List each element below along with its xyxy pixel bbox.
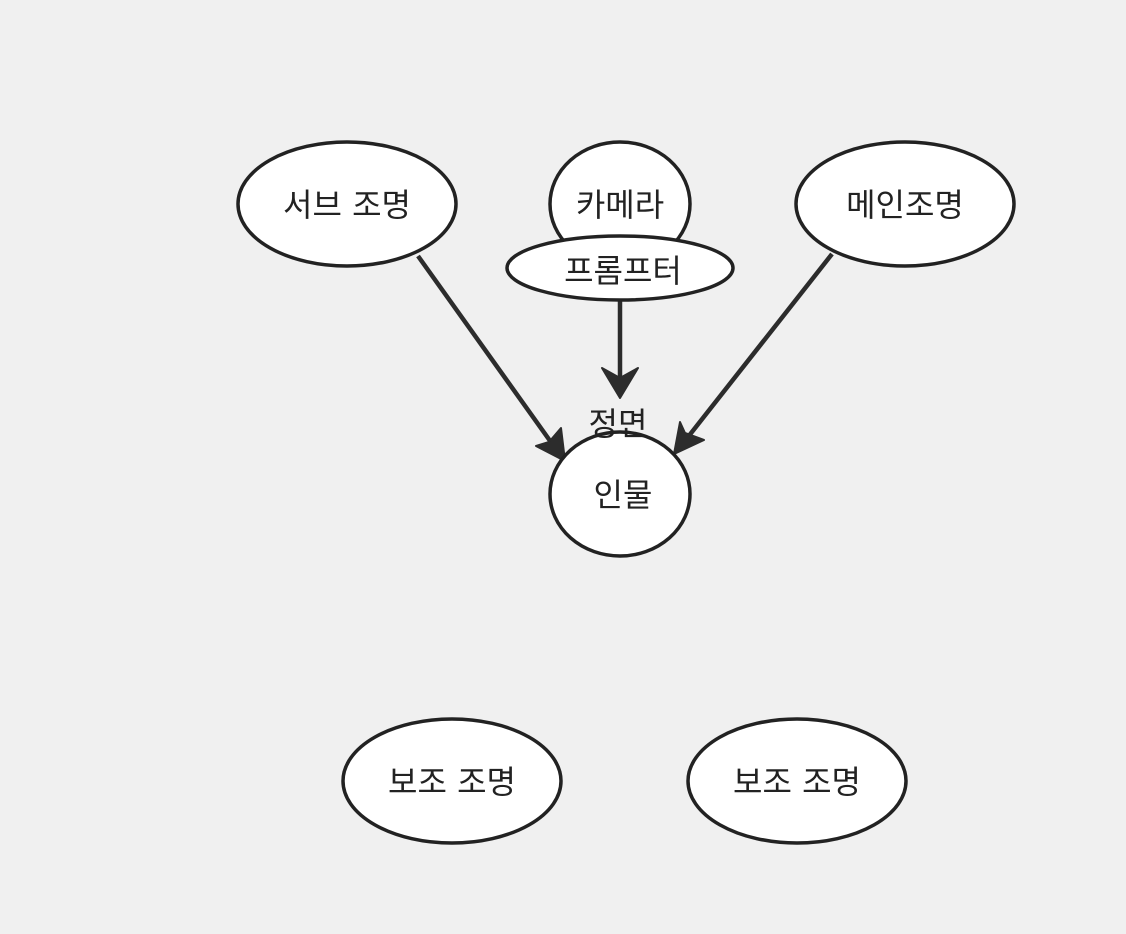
- node-sub-light-label: 서브 조명: [283, 186, 411, 224]
- edge-prompter-to-person-label: 정면: [589, 405, 648, 443]
- edge-main-light-to-person: [673, 252, 834, 455]
- node-prompter: 프롬프터: [505, 234, 735, 302]
- node-main-light-label: 메인조명: [846, 186, 964, 224]
- node-aux-light-left: 보조 조명: [341, 717, 563, 845]
- node-camera-label: 카메라: [576, 186, 664, 224]
- node-aux-light-left-label: 보조 조명: [388, 763, 516, 801]
- node-main-light: 메인조명: [794, 140, 1016, 268]
- node-aux-light-right-label: 보조 조명: [733, 763, 861, 801]
- node-sub-light: 서브 조명: [236, 140, 458, 268]
- node-prompter-label: 프롬프터: [564, 252, 682, 290]
- node-person: 인물: [548, 430, 692, 558]
- edge-sub-light-to-person: [416, 254, 566, 462]
- edge-prompter-to-person: [601, 300, 639, 399]
- node-person-label: 인물: [594, 476, 653, 514]
- node-aux-light-right: 보조 조명: [686, 717, 908, 845]
